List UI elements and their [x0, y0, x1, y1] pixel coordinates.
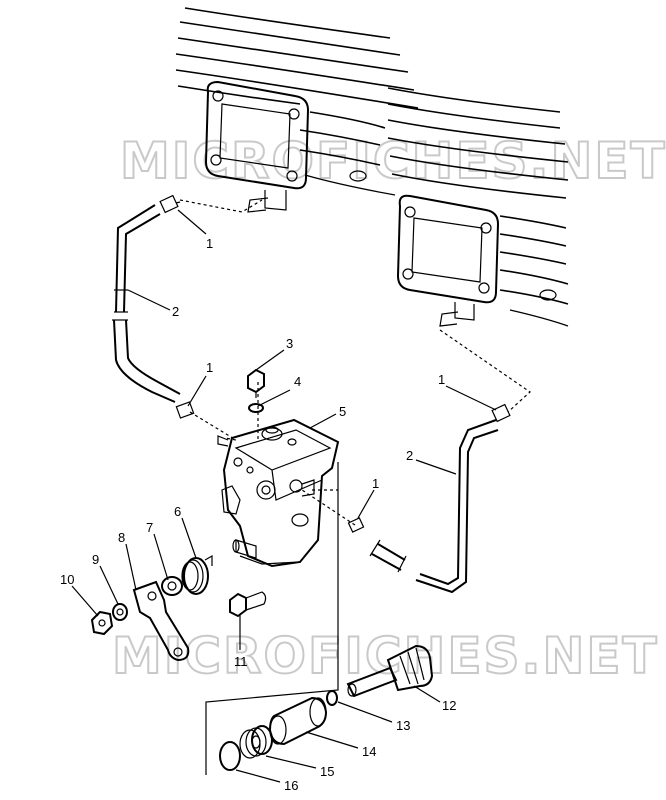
callout-11: 11 [234, 654, 248, 669]
callout-15: 15 [320, 764, 334, 779]
washer-4 [248, 403, 264, 413]
hose-clip-1b [175, 401, 195, 419]
callout-1d: 1 [372, 476, 379, 491]
hose-clip-1d [347, 517, 365, 533]
callout-4: 4 [294, 374, 301, 389]
watermark-bottom: MICROFICHES.NET [112, 627, 659, 685]
watermark-top: MICROFICHES.NET [120, 132, 666, 190]
callout-leaders [71, 209, 497, 783]
lever-8 [132, 580, 190, 662]
spring-6 [181, 554, 213, 595]
cylinder-left [175, 7, 419, 196]
cylinder-right [387, 87, 569, 327]
callout-6: 6 [174, 504, 181, 519]
drive-gear-12 [346, 644, 434, 698]
washer-9 [112, 603, 128, 621]
bolt-3 [247, 368, 265, 398]
callout-12: 12 [442, 698, 456, 713]
callout-3: 3 [286, 336, 293, 351]
callout-10: 10 [60, 572, 74, 587]
callout-2a: 2 [172, 304, 179, 319]
oil-line-right [369, 419, 499, 594]
callout-9: 9 [92, 552, 99, 567]
callout-1b: 1 [206, 360, 213, 375]
bushing-14 [268, 696, 328, 746]
callout-7: 7 [146, 520, 153, 535]
callout-13: 13 [396, 718, 410, 733]
callout-16: 16 [284, 778, 298, 793]
nut-10 [90, 610, 114, 636]
callout-1c: 1 [438, 372, 445, 387]
callout-2b: 2 [406, 448, 413, 463]
bolt-11 [229, 591, 267, 618]
washer-7 [161, 576, 183, 596]
callout-labels: 1 2 3 4 1 5 1 2 1 6 7 8 9 10 11 12 13 14… [60, 236, 456, 793]
o-ring-16 [219, 741, 241, 771]
callout-8: 8 [118, 530, 125, 545]
exhaust-flange-left [204, 80, 310, 213]
callout-5: 5 [339, 404, 346, 419]
oil-line-left [112, 204, 181, 403]
callout-14: 14 [362, 744, 376, 759]
exhaust-flange-right [396, 194, 500, 327]
spring-15 [239, 725, 273, 759]
hose-clip-1a [159, 194, 181, 214]
washer-13 [326, 690, 338, 706]
oil-pump-body [217, 418, 340, 568]
callout-1a: 1 [206, 236, 213, 251]
hose-clip-1c [491, 403, 511, 423]
